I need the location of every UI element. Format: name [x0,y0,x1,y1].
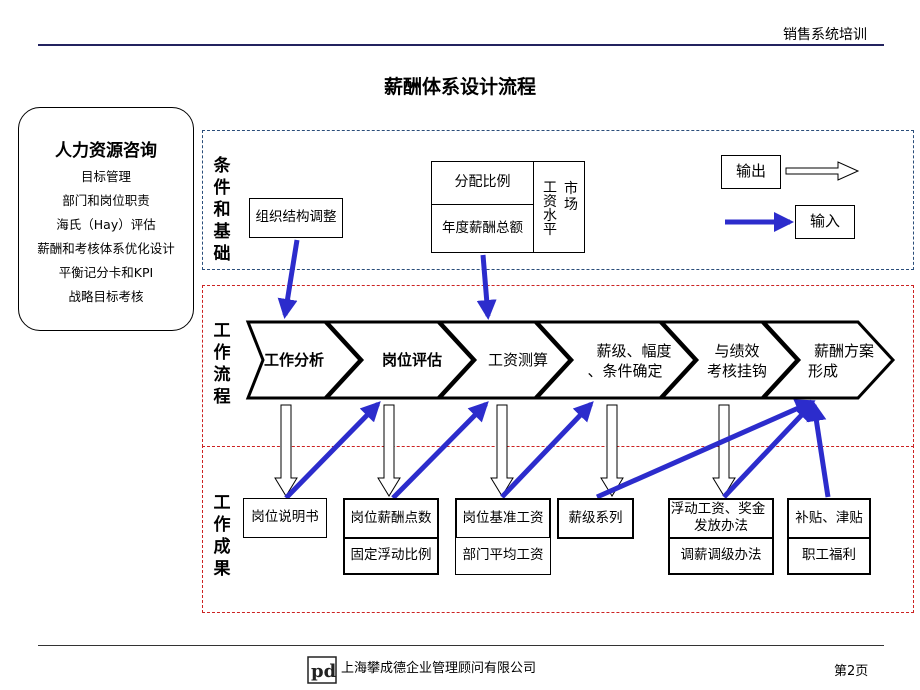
result-bonus-line1: 浮动工资、奖金 [670,501,766,517]
flow-step-4-line2: 、条件确定 [587,362,663,380]
consulting-item: 部门和岗位职责 [62,193,150,208]
legend-output-box: 输出 [721,155,781,189]
consulting-item: 目标管理 [80,169,131,184]
workflow-label: 工作流程 [213,321,231,407]
market-wage-box: 市场 工资水平 [533,161,585,253]
header-rule [38,44,884,46]
input-arrow-r6 [806,401,831,498]
results-zone [202,445,914,613]
result-job-description: 岗位说明书 [243,498,327,538]
output-arrow-2 [377,404,401,497]
flow-step-4: 薪级、幅度 、条件确定 [566,341,684,381]
result-dept-average: 部门平均工资 [455,537,551,575]
wage-level-text: 工资水平 [543,180,557,238]
consulting-item: 海氏（Hay）评估 [56,217,156,232]
result-base-wage: 岗位基准工资 [455,498,551,539]
workflow-zone [202,285,914,447]
legend-output-arrow [785,161,860,181]
result-job-points: 岗位薪酬点数 [343,498,439,539]
flow-step-5-line1: 与绩效 [714,342,760,360]
flow-step-1: 工作分析 [263,351,324,369]
result-welfare: 职工福利 [787,537,871,575]
input-arrow-org [277,239,300,319]
flow-step-6-line2: 形成 [808,362,839,380]
conditions-zone [202,130,914,270]
input-arrow-r4 [595,399,816,500]
output-arrow-5 [712,404,736,497]
footer-rule [38,645,884,646]
flow-step-3: 工资测算 [487,351,548,369]
conditions-label: 条件和基础 [213,156,231,264]
legend-input-box: 输入 [795,205,855,239]
flow-step-6: 薪酬方案 形成 [808,341,892,381]
page-title: 薪酬体系设计流程 [383,76,536,98]
results-label: 工作成果 [213,493,231,579]
consulting-item: 平衡记分卡和KPI [58,265,154,280]
consulting-item: 薪酬和考核体系优化设计 [37,241,175,256]
svg-text:pd: pd [311,661,337,682]
result-salary-adjustment: 调薪调级办法 [668,537,774,575]
result-bonus-method: 浮动工资、奖金 发放办法 [668,498,774,539]
output-arrow-4 [600,404,624,497]
annual-total-box: 年度薪酬总额 [431,204,534,253]
input-arrow-r1 [284,401,381,500]
flow-step-4-line1: 薪级、幅度 [596,342,672,360]
org-structure-box: 组织结构调整 [249,198,343,238]
input-arrow-r3 [500,401,594,499]
result-fixed-float-ratio: 固定浮动比例 [343,537,439,575]
result-salary-series: 薪级系列 [557,498,634,539]
output-arrow-1 [274,404,298,497]
company-logo: pd [307,656,337,684]
output-arrow-3 [490,404,514,497]
course-title: 销售系统培训 [783,27,867,43]
input-arrow-total [476,254,497,320]
input-arrow-r2 [391,401,489,500]
flow-step-2: 岗位评估 [381,351,442,369]
chevron-step-6 [760,320,896,400]
page-number: 第2页 [834,664,869,679]
result-bonus-line2: 发放办法 [694,518,748,534]
hr-consulting-box: 人力资源咨询 目标管理 部门和岗位职责 海氏（Hay）评估 薪酬和考核体系优化设… [18,107,194,331]
result-allowance: 补贴、津贴 [787,498,871,539]
market-text: 市场 [564,181,578,213]
flow-step-5: 与绩效 考核挂钩 [698,341,776,381]
flow-step-5-line2: 考核挂钩 [706,362,767,380]
input-arrow-r5 [722,401,815,499]
flow-step-6-line1: 薪酬方案 [814,342,875,360]
company-name: 上海攀成德企业管理顾问有限公司 [341,661,537,676]
consulting-heading: 人力资源咨询 [55,141,157,161]
allocation-ratio-box: 分配比例 [431,161,534,205]
consulting-item: 战略目标考核 [68,289,144,304]
